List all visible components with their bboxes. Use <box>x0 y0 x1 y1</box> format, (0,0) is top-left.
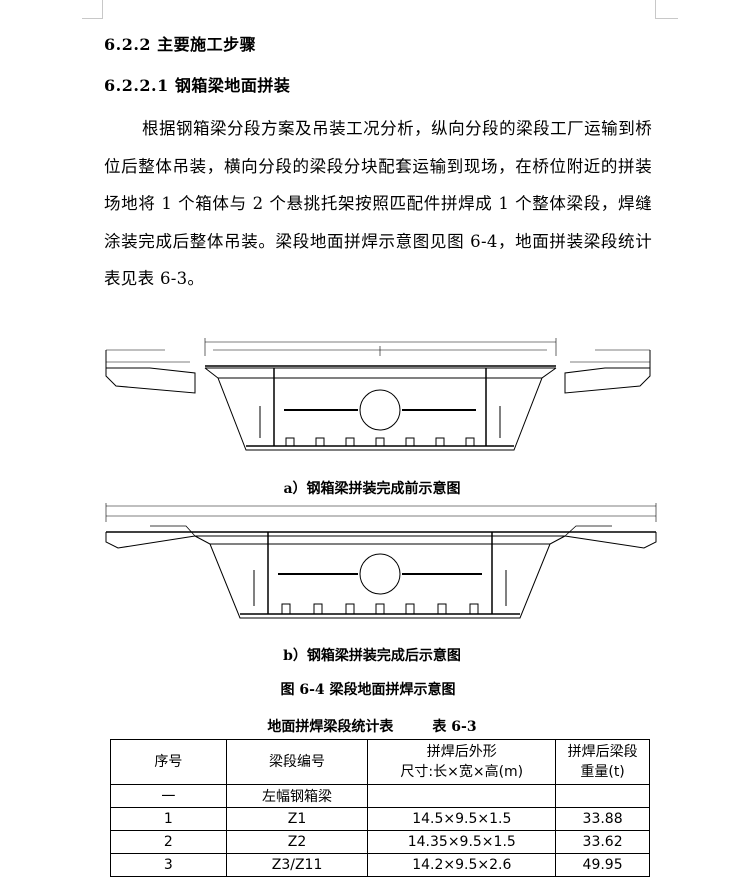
section-heading: 6.2.2 主要施工步骤 <box>104 35 257 54</box>
table-row: 2 Z2 14.35×9.5×1.5 33.62 <box>110 830 650 854</box>
figure-main-caption: 图 6-4 梁段地面拼焊示意图 <box>280 682 456 698</box>
header-cell: 拼焊后外形 尺寸:长×宽×高(m) <box>367 739 557 785</box>
table-cell: 33.88 <box>555 807 650 831</box>
table-row: 3 Z3/Z11 14.2×9.5×2.6 49.95 <box>110 853 650 877</box>
table-cell: 49.95 <box>555 853 650 877</box>
table-cell <box>367 784 557 808</box>
table-cell: 3 <box>110 853 227 877</box>
table-cell: 14.2×9.5×2.6 <box>367 853 557 877</box>
segment-statistics-table: 序号 梁段编号 拼焊后外形 尺寸:长×宽×高(m) 拼焊后梁段 重量(t) 一 … <box>110 739 650 877</box>
header-cell: 序号 <box>110 739 227 785</box>
table-cell: 2 <box>110 830 227 854</box>
header-cell: 梁段编号 <box>225 739 369 785</box>
table-header-row: 序号 梁段编号 拼焊后外形 尺寸:长×宽×高(m) 拼焊后梁段 重量(t) <box>110 739 650 785</box>
figure-b-drawing <box>105 503 657 619</box>
table-cell: 1 <box>110 807 227 831</box>
table-cell: 14.35×9.5×1.5 <box>367 830 557 854</box>
figure-a-caption: a）钢箱梁拼装完成前示意图 <box>283 481 461 497</box>
table-cell <box>555 784 650 808</box>
table-row: 一 左幅钢箱梁 <box>110 784 650 808</box>
figure-a-drawing <box>105 338 651 451</box>
table-cell: 14.5×9.5×1.5 <box>367 807 557 831</box>
table-cell: Z1 <box>225 807 369 831</box>
table-cell: 一 <box>110 784 227 808</box>
table-cell: 33.62 <box>555 830 650 854</box>
body-paragraph: 根据钢箱梁分段方案及吊装工况分析，纵向分段的梁段工厂运输到桥位后整体吊装，横向分… <box>104 119 652 288</box>
table-title: 地面拼焊梁段统计表 表 6-3 <box>267 719 477 735</box>
subsection-heading: 6.2.2.1 钢箱梁地面拼装 <box>104 76 291 95</box>
table-row: 1 Z1 14.5×9.5×1.5 33.88 <box>110 807 650 831</box>
table-cell: Z3/Z11 <box>225 853 369 877</box>
page-corner-mark-left <box>82 0 103 19</box>
figure-b-caption: b）钢箱梁拼装完成后示意图 <box>283 648 461 664</box>
table-cell: Z2 <box>225 830 369 854</box>
header-cell: 拼焊后梁段 重量(t) <box>555 739 650 785</box>
table-cell: 左幅钢箱梁 <box>225 784 369 808</box>
page-corner-mark-right <box>655 0 678 19</box>
